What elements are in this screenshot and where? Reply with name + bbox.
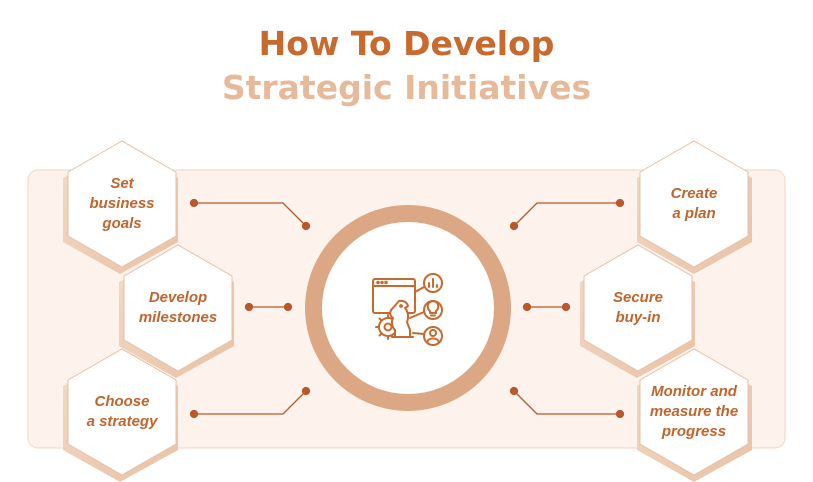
- connector-secure-buy-in: [522, 302, 571, 312]
- connector-create-a-plan: [509, 198, 625, 231]
- step-label-develop-milestones: Develop milestones: [138, 289, 218, 326]
- hexagon-create-a-plan: [637, 140, 752, 274]
- connector-set-business-goals: [189, 198, 311, 231]
- hexagon-secure-buy-in: [580, 244, 695, 378]
- step-label-choose-a-strategy: Choose a strategy: [86, 393, 158, 430]
- connector-choose-a-strategy: [189, 386, 311, 419]
- strategy-chess-horse-icon: [372, 273, 443, 346]
- connector-develop-milestones: [244, 302, 293, 312]
- title-line-2: Strategic Initiatives: [221, 68, 592, 107]
- step-label-monitor-and-measure: Monitor and measure the progress: [649, 383, 739, 440]
- title-line-1: How To Develop: [258, 24, 555, 63]
- hexagon-set-business-goals: [63, 140, 178, 274]
- step-label-set-business-goals: Set business goals: [89, 175, 155, 232]
- hexagon-monitor-and-measure: [637, 348, 752, 482]
- center-ring-inner: [322, 222, 494, 394]
- step-label-create-a-plan: Create a plan: [670, 185, 718, 222]
- hexagon-develop-milestones: [119, 244, 234, 378]
- step-label-secure-buy-in: Secure buy-in: [612, 289, 664, 326]
- connector-monitor-and-measure: [509, 386, 625, 419]
- hexagon-choose-a-strategy: [63, 348, 178, 482]
